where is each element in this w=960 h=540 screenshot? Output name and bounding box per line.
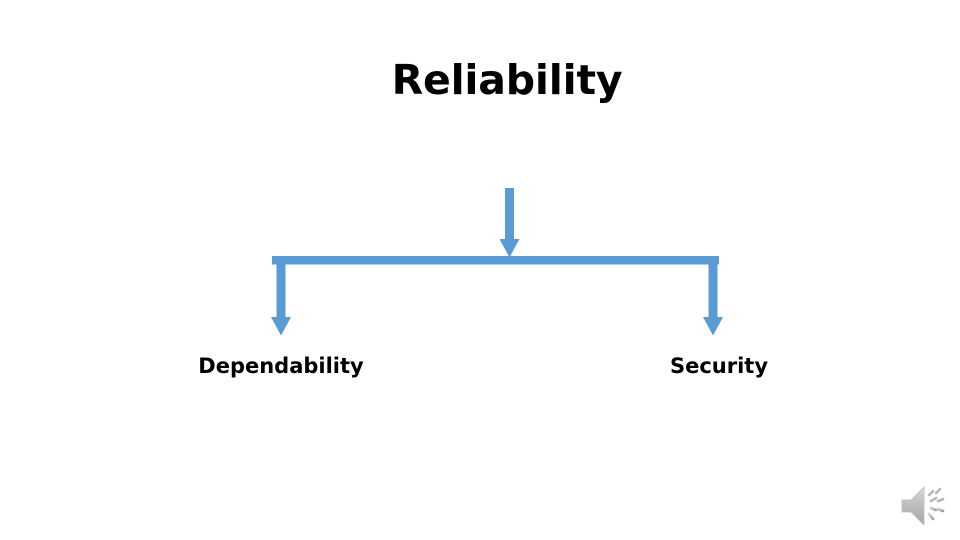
root-down-arrow	[499, 188, 520, 258]
branch-label-dependability: Dependability	[198, 354, 364, 378]
branch-arrow-left	[271, 256, 291, 336]
speaker-icon[interactable]	[898, 481, 948, 531]
branch-label-security: Security	[669, 354, 769, 378]
split-connector-bar	[272, 256, 719, 265]
page-title: Reliability	[391, 56, 623, 104]
branch-arrow-right	[703, 256, 723, 336]
